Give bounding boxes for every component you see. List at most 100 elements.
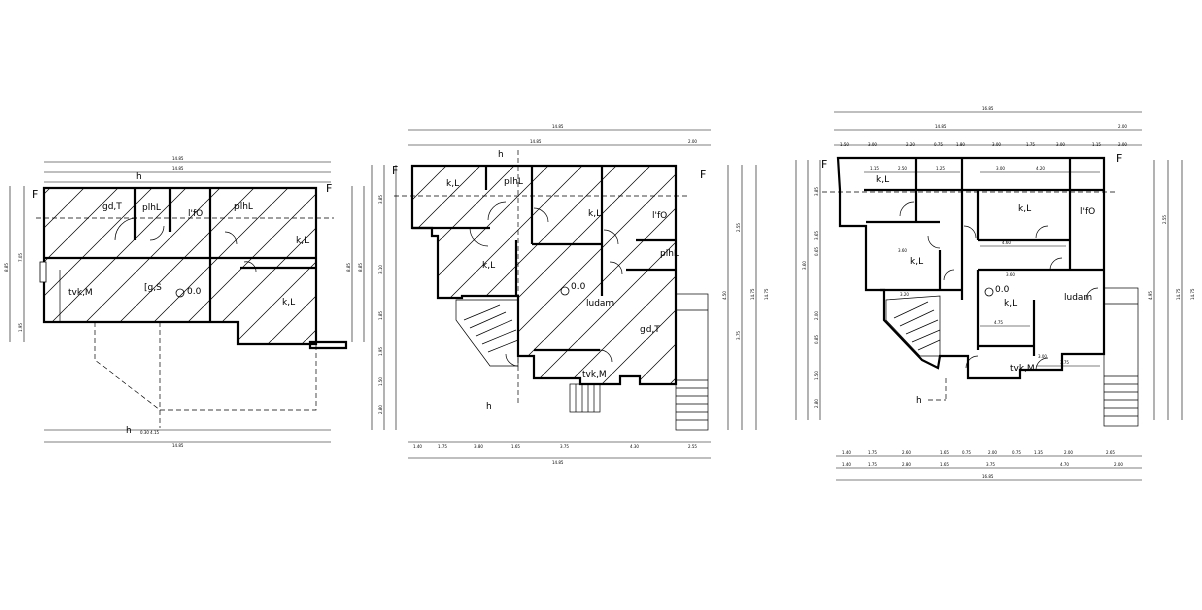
- plan2-dim-b-7: 2.55: [688, 444, 697, 449]
- plan3-dtd-10: 2.00: [1118, 142, 1127, 147]
- plan3-idim-1: 1.15: [870, 166, 879, 171]
- plan2-room-2: plhL: [504, 177, 523, 187]
- plan3-idim-3: 1.25: [936, 166, 945, 171]
- plan3-dtd-5: 1.80: [956, 142, 965, 147]
- plan3-db2-6: 4.70: [1060, 462, 1069, 467]
- plan2-dim-top-3: 2.00: [688, 139, 697, 144]
- plan3-dims-right: 2.55 14.75 4.95 14.75: [1148, 160, 1195, 420]
- plan2-room-8: gd,T: [640, 325, 660, 335]
- plan3-dtd-1: 1.50: [840, 142, 849, 147]
- plan2-room-5: k,L: [588, 209, 601, 219]
- plan1-dims-bottom: 14.85 0.30 4.15: [44, 429, 331, 448]
- floor-plan-2: 14.85 14.85 2.00 3.85 3.10 1.85 1.95 1.5…: [371, 124, 769, 465]
- plan1-cut-bottom: h: [126, 426, 132, 436]
- plan3-dr-4: 14.75: [1190, 288, 1195, 300]
- plan1-room-8: tvk,M: [68, 288, 93, 298]
- plan3-room-1: k,L: [876, 175, 889, 185]
- plan1-building: [42, 186, 318, 346]
- plan1-room-4: plhL: [234, 202, 253, 212]
- plan2-dims-right: 2.55 3.75 14.75 4.50 14.75: [722, 165, 769, 430]
- plan3-room-4: k,L: [910, 257, 923, 267]
- plan1-dim-right-1: 8.85: [346, 263, 351, 272]
- plan2-dim-left-2: 3.10: [378, 265, 383, 274]
- plan2-dim-b-3: 3.80: [474, 444, 483, 449]
- plan2-dims-top: 14.85 14.85 2.00: [408, 124, 711, 146]
- plan2-room-3: k,L: [482, 261, 495, 271]
- plan3-dr-2: 14.75: [1176, 288, 1181, 300]
- plan3-db-total: 16.85: [982, 474, 994, 479]
- plan1-dim-top-2: 14.85: [172, 166, 184, 171]
- plan3-db1-3: 2.60: [902, 450, 911, 455]
- plan2-level-marker-icon: [560, 286, 570, 296]
- plan2-dim-b-2: 1.75: [438, 444, 447, 449]
- plan3-level: 0.0: [995, 285, 1010, 295]
- plan2-dim-top-2: 14.85: [530, 139, 542, 144]
- plan3-dims-bottom: 1.40 1.75 2.60 1.65 0.75 2.00 0.75 1.35 …: [836, 450, 1142, 481]
- plan3-stairs: [885, 295, 941, 357]
- plan3-idim-5: 3.60: [898, 248, 907, 253]
- plan3-db2-1: 1.40: [842, 462, 851, 467]
- plan1-dim-left-1: 8.85: [4, 263, 9, 272]
- plan1-dim-left-3: 1.95: [18, 323, 23, 332]
- plan3-dtd-3: 2.20: [906, 142, 915, 147]
- plan1-dim-right-2: 8.85: [358, 263, 363, 272]
- plan3-exterior-stairs: [1103, 287, 1139, 427]
- plan3-db2-7: 2.00: [1114, 462, 1123, 467]
- plan3-idim-9: 4.75: [994, 320, 1003, 325]
- plan3-room-6: ludam: [1064, 293, 1092, 303]
- plan2-room-7: ludam: [586, 299, 614, 309]
- plan3-section-mark-left: F: [821, 158, 827, 171]
- plan2-cut-top: h: [498, 150, 504, 160]
- plan3-idim-11: 3.75: [1060, 360, 1069, 365]
- plan3-dtd-6: 3.00: [992, 142, 1001, 147]
- plan3-section-mark-right: F: [1116, 152, 1122, 165]
- plan3-db1-7: 0.75: [1012, 450, 1021, 455]
- plan3-idim-12: 3.00: [1038, 354, 1047, 359]
- plan2-dim-b-4: 1.65: [511, 444, 520, 449]
- plan2-building: [410, 164, 678, 386]
- plan2-dim-left-5: 1.50: [378, 377, 383, 386]
- plan3-interior-dims: 1.15 2.50 1.25 3.00 3.60 4.60 4.20 3.60 …: [864, 166, 1100, 367]
- plan2-section-mark-left: F: [392, 164, 398, 177]
- plan2-dim-top-1: 14.85: [552, 124, 564, 129]
- plan2-section-mark-right: F: [700, 168, 706, 181]
- plan3-idim-6: 4.60: [1002, 240, 1011, 245]
- plan2-exterior-stairs: [675, 293, 709, 431]
- plan3-idim-2: 2.50: [898, 166, 907, 171]
- plan1-room-5: k,L: [296, 236, 309, 246]
- plan2-dim-left-3: 1.85: [378, 311, 383, 320]
- plan3-dtd-8: 3.00: [1056, 142, 1065, 147]
- plan2-room-9: tvk,M: [582, 370, 607, 380]
- plan2-room-6: plhL: [660, 249, 679, 259]
- plan1-interior-walls: [39, 188, 316, 322]
- plan3-db1-5: 0.75: [962, 450, 971, 455]
- plan2-dim-right-4: 4.50: [722, 291, 727, 300]
- plan2-dim-b-1: 1.40: [413, 444, 422, 449]
- plan2-room-4: l'fO: [652, 211, 667, 221]
- plan1-cut-top: h: [136, 172, 142, 182]
- plan3-dl-6: 0.85: [814, 335, 819, 344]
- plan1-room-7: k,L: [282, 298, 295, 308]
- plan3-db1-4: 1.65: [940, 450, 949, 455]
- plan2-dims-left: 3.85 3.10 1.85 1.95 1.50 2.80: [371, 165, 397, 430]
- plan3-dims-left: 3.85 3.65 0.65 3.60 2.00 0.85 1.50 2.80: [795, 160, 821, 420]
- plan1-dim-left-2: 7.05: [18, 253, 23, 262]
- plan3-dl-5: 2.00: [814, 311, 819, 320]
- plan3-room-2: k,L: [1018, 204, 1031, 214]
- plan1-dims-top: 14.85 14.85: [44, 156, 331, 183]
- plan2-dims-bottom: 1.40 1.75 3.80 1.65 3.75 4.30 2.55 14.85: [408, 441, 711, 465]
- plan3-idim-7: 4.20: [1036, 166, 1045, 171]
- plan1-room-6: [g,S: [144, 283, 162, 293]
- plan2-level: 0.0: [571, 282, 586, 292]
- plan3-dtd-4: 0.75: [934, 142, 943, 147]
- plan3-dr-1: 2.55: [1162, 215, 1167, 224]
- plan3-db1-2: 1.75: [868, 450, 877, 455]
- plan3-idim-4: 3.00: [996, 166, 1005, 171]
- plan3-dim-top-2: 14.85: [935, 124, 947, 129]
- plan3-dl-3: 0.65: [814, 247, 819, 256]
- plan2-stairs: [455, 299, 601, 413]
- plan3-level-marker-icon: [984, 287, 994, 297]
- plan3-db1-9: 2.00: [1064, 450, 1073, 455]
- plan2-dim-right-2: 3.75: [736, 331, 741, 340]
- plan1-dim-top-1: 14.85: [172, 156, 184, 161]
